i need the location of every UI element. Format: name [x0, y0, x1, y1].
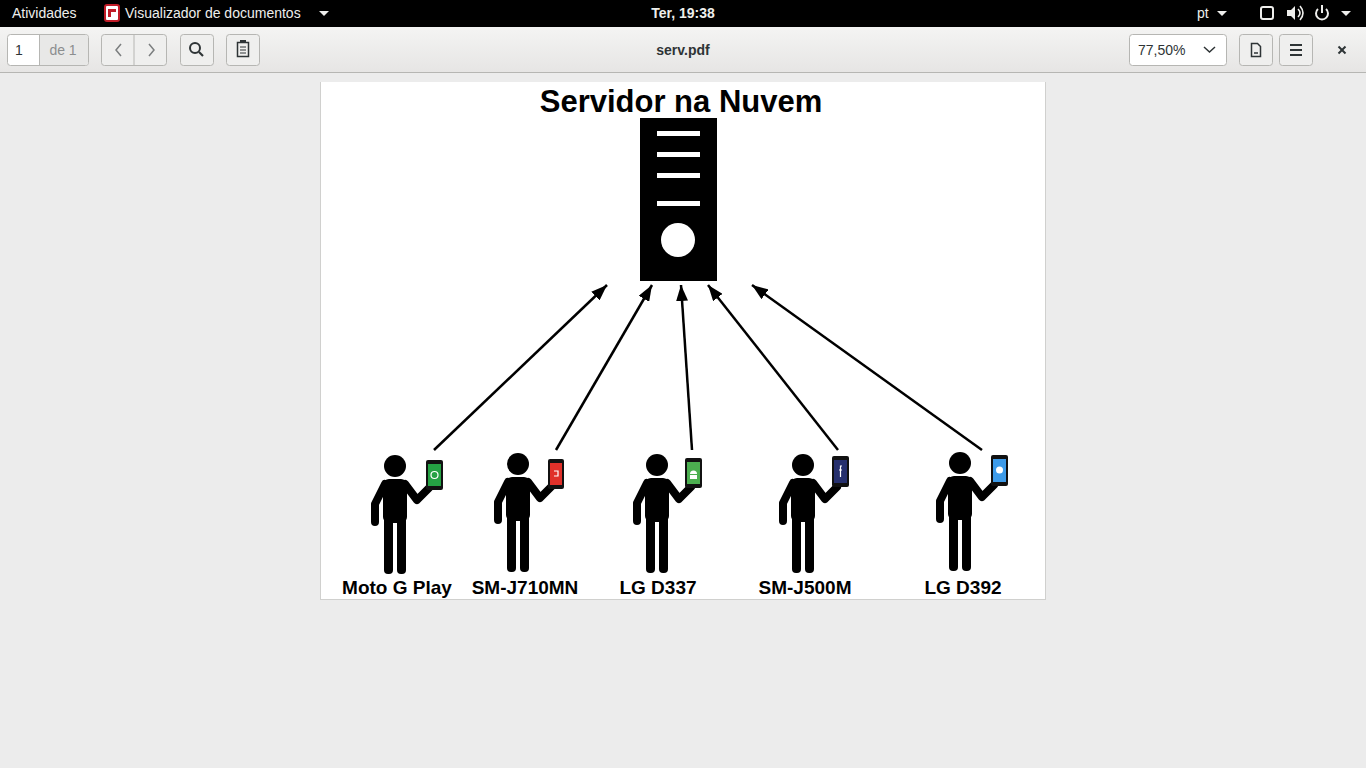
top-bar: [0, 0, 1366, 27]
device-name: LG D337: [619, 577, 696, 599]
request-arrow: [708, 285, 838, 450]
request-arrow: [556, 285, 652, 450]
server-symbol: [640, 118, 717, 281]
page-shadow: [320, 82, 1046, 600]
device-user: LG D392: [913, 450, 1013, 599]
server-node: Servidor na Nuvem: [530, 84, 832, 285]
person-figure: [940, 452, 1008, 571]
person-figure: [498, 453, 564, 572]
document-page: [321, 82, 1045, 599]
device-user: SM-J500M: [755, 450, 856, 599]
header-bar: [0, 27, 1366, 73]
page-entry: [8, 35, 89, 66]
window-title: serv.pdf: [656, 41, 709, 59]
volume-icon: [1287, 6, 1303, 20]
request-arrow: [434, 285, 607, 450]
page-count: de 1: [49, 41, 76, 59]
device-name: LG D392: [924, 577, 1001, 599]
power-icon: [1316, 5, 1328, 19]
device-name: SM-J500M: [759, 577, 852, 599]
device-name: Moto G Play: [342, 577, 452, 599]
app-icon: [105, 5, 119, 21]
menu-arrow: [1217, 11, 1227, 16]
nav-buttons: [102, 35, 167, 66]
activities-label: Atividades: [12, 4, 77, 22]
zoom-level: 77,50%: [1138, 41, 1185, 59]
header-border: [0, 72, 1366, 73]
zoom-combo: [1130, 35, 1227, 66]
display-icon: [1261, 7, 1273, 19]
clock-label: Ter, 19:38: [651, 4, 715, 22]
person-figure: [375, 455, 443, 574]
device-user: LG D337: [608, 450, 708, 599]
menu-button: [1280, 35, 1313, 66]
view-button: [1240, 35, 1273, 66]
close-button: [1339, 47, 1346, 54]
menu-arrow: [319, 11, 329, 16]
device-user: SM-J710MN: [468, 450, 583, 599]
menu-arrow: [1341, 11, 1351, 16]
search-button: [181, 35, 214, 66]
person-figure: [637, 454, 702, 573]
request-arrow: [752, 285, 982, 450]
diagram-title: Servidor na Nuvem: [540, 84, 823, 120]
page-number: 1: [15, 41, 23, 59]
device-name: SM-J710MN: [472, 577, 579, 599]
request-arrow: [681, 285, 692, 450]
person-figure: [783, 454, 849, 573]
annotations-button: [227, 35, 260, 66]
app-menu-label: Visualizador de documentos: [125, 4, 301, 22]
device-user: Moto G Play: [338, 450, 456, 599]
language-label: pt: [1197, 4, 1209, 22]
